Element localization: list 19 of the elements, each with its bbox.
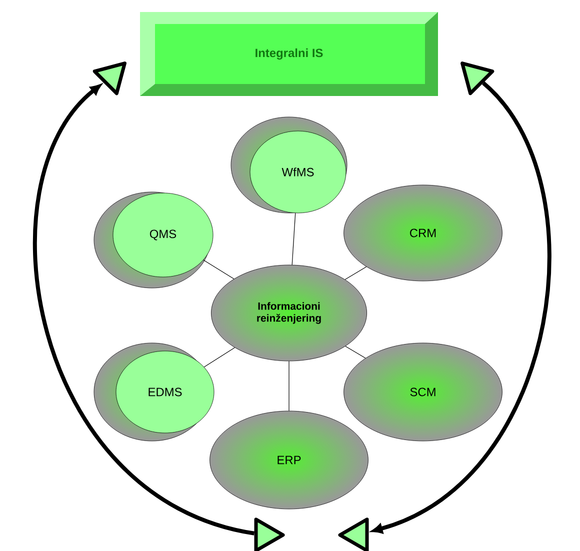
ellipse-node: CRM bbox=[344, 184, 502, 282]
title-box: Integralni IS bbox=[140, 12, 438, 96]
triangle-marker bbox=[460, 62, 494, 96]
connector-line bbox=[344, 266, 367, 280]
ellipse-node: EDMS bbox=[94, 342, 214, 442]
ellipse-node: QMS bbox=[94, 192, 214, 288]
connector-line bbox=[204, 347, 235, 368]
triangle-marker bbox=[254, 518, 285, 551]
ellipse-node: WfMS bbox=[230, 116, 348, 214]
connector-line bbox=[288, 360, 290, 412]
connector-line bbox=[203, 260, 234, 280]
triangle-marker bbox=[92, 62, 126, 96]
connector-line bbox=[345, 346, 366, 358]
ellipse-node: Informacioni reinženjering bbox=[211, 264, 367, 362]
ellipse-node: SCM bbox=[344, 342, 502, 442]
triangle-marker bbox=[338, 518, 369, 551]
connector-line bbox=[292, 212, 296, 266]
ellipse-node: ERP bbox=[210, 410, 368, 510]
curved-arrow bbox=[33, 84, 255, 536]
